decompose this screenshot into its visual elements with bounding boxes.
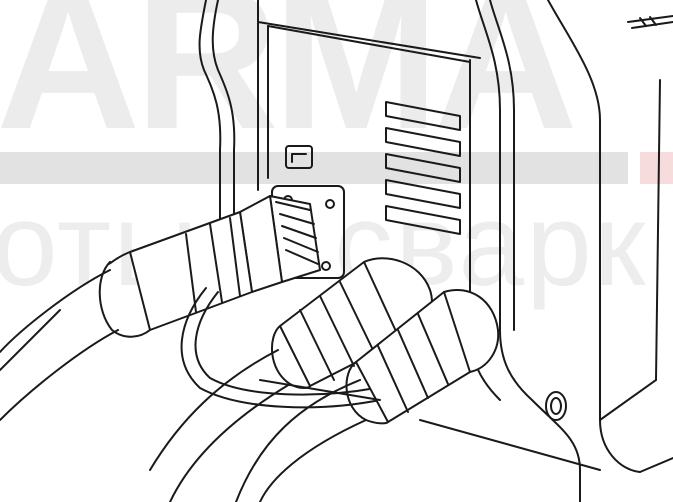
ventilation-slots	[385, 101, 461, 235]
housing-base	[259, 379, 601, 471]
loop-cable	[180, 287, 381, 409]
housing-back-panel	[257, 0, 481, 191]
housing-top-edge	[627, 15, 673, 29]
torch-symbol-icon	[285, 145, 313, 169]
watermark-accent	[640, 152, 673, 184]
watermark-bottom-text: оты в сварк	[0, 179, 648, 311]
side-knob	[545, 391, 567, 421]
welding-cables	[149, 349, 367, 502]
control-cable	[0, 269, 119, 421]
housing-right-frame	[469, 0, 581, 502]
multi-pin-connector	[98, 195, 321, 338]
housing-right-side	[547, 0, 673, 473]
watermark-bar	[0, 152, 628, 184]
